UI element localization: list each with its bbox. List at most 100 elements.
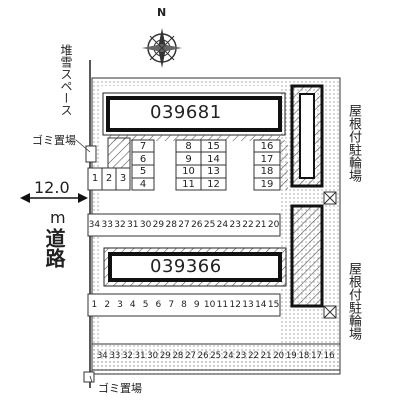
parking-row-bottom-frame (91, 343, 341, 371)
parking-stall-label: 14 (255, 300, 267, 310)
parking-stall-label: 23 (235, 351, 247, 361)
carport-marker-lower (323, 305, 337, 319)
parking-stall-label: 26 (191, 220, 203, 230)
parking-grid-upper (131, 139, 281, 191)
parking-stall-label: 32 (114, 220, 126, 230)
parking-stall-label: 19 (260, 178, 274, 190)
road-width-label: 12.0 (34, 178, 70, 197)
parking-stall-label: 21 (255, 220, 267, 230)
parking-stall-label: 31 (134, 351, 146, 361)
parking-stall-label: 29 (152, 220, 165, 230)
parking-stall-label: 20 (273, 351, 285, 361)
parking-stall-label: 6 (139, 153, 147, 165)
parking-stall-label: 4 (139, 178, 147, 190)
carport-lower-label: 屋根付駐輪場 (346, 262, 361, 340)
hatch-upper-right-gap (280, 140, 288, 190)
garbage-upper-label: ゴミ置場 (32, 134, 76, 147)
parking-stall-label: 34 (96, 351, 108, 361)
parking-stall-label: 17 (260, 153, 274, 165)
parking-row-mid-frame (87, 213, 281, 237)
parking-stall-label: 3 (117, 300, 123, 310)
parking-stall-label: 19 (285, 351, 297, 361)
parking-stall-label: 7 (139, 141, 147, 152)
leader-garbage-lower (89, 375, 93, 383)
road-arrow-head-right (78, 193, 88, 203)
parking-stall-label: 18 (298, 351, 310, 361)
parking-stall-label: 2 (105, 173, 113, 184)
parking-stall-label: 4 (129, 300, 136, 310)
building-lower (108, 252, 282, 282)
parking-stall-label: 22 (242, 220, 254, 230)
parking-stall-label: 5 (142, 300, 149, 310)
parking-stall-label: 11 (182, 178, 195, 190)
parking-stall-label: 16 (260, 141, 274, 152)
parking-stall-label: 10 (203, 300, 216, 310)
carport-marker-upper (323, 191, 337, 205)
parking-stall-label: 9 (185, 153, 192, 165)
parking-row-lower-frame (87, 293, 281, 317)
parking-stall-label: 34 (88, 220, 101, 230)
parking-stall-label: 26 (197, 351, 209, 361)
parking-stall-label: 28 (165, 220, 177, 230)
parking-stall-label: 7 (168, 300, 175, 310)
parking-stall-label: 20 (267, 220, 280, 230)
road-name-label: 道路 (42, 228, 66, 268)
garbage-box-upper (85, 145, 97, 163)
parking-stall-label: 5 (139, 166, 147, 177)
parking-stall-label: 25 (203, 220, 216, 230)
parking-stall-label: 15 (207, 141, 220, 152)
building-upper-label: 039681 (150, 102, 222, 123)
road-arrow-head-left (20, 193, 30, 203)
parking-stall-label: 13 (242, 300, 254, 310)
road-unit-label: m (50, 208, 66, 227)
parking-stall-label: 15 (267, 300, 280, 310)
parking-stall-label: 25 (210, 351, 222, 361)
parking-stall-label: 28 (172, 351, 184, 361)
parking-stall-label: 9 (193, 300, 200, 310)
carport-upper-inner (299, 93, 315, 179)
parking-stall-label: 8 (181, 300, 187, 310)
parking-stall-label: 32 (122, 351, 133, 361)
parking-stall-label: 27 (185, 351, 196, 361)
parking-stall-label: 27 (178, 220, 190, 230)
parking-stall-label: 30 (139, 220, 152, 230)
building-upper (106, 96, 282, 132)
parking-stall-label: 21 (260, 351, 272, 361)
parking-stall-label: 31 (127, 220, 139, 230)
parking-stall-label: 12 (229, 300, 241, 310)
parking-stall-label: 33 (101, 220, 113, 230)
parking-stall-label: 14 (207, 153, 220, 165)
parking-stall-label: 10 (182, 166, 195, 177)
parking-stall-label: 23 (229, 220, 241, 230)
parking-stall-label: 29 (159, 351, 171, 361)
parking-stall-label: 6 (155, 300, 162, 310)
parking-stall-label: 3 (119, 173, 127, 184)
parking-stall-label: 1 (91, 173, 99, 184)
garbage-box-lower (83, 371, 95, 383)
parking-stall-label: 2 (104, 300, 111, 310)
leader-garbage-upper (75, 139, 91, 153)
garbage-lower-label: ゴミ置場 (98, 382, 142, 395)
parking-stall-label: 16 (323, 351, 335, 361)
parking-stall-label: 13 (207, 166, 220, 177)
parking-stall-label: 12 (207, 178, 220, 190)
compass-north-label: N (157, 6, 167, 19)
parking-block-upper-left (87, 137, 131, 191)
parking-stall-label: 11 (216, 300, 229, 310)
parking-stall-label: 24 (216, 220, 229, 230)
parking-stall-label: 24 (222, 351, 234, 361)
parking-stall-label: 8 (185, 141, 192, 152)
parking-stall-label: 1 (91, 300, 98, 310)
parking-stall-label: 17 (311, 351, 322, 361)
compass-icon (142, 28, 182, 68)
parking-stall-label: 30 (147, 351, 159, 361)
carport-lower (290, 204, 324, 308)
parking-stall-label: 18 (260, 166, 274, 177)
hatch-strip-upper (108, 135, 280, 141)
parking-stall-label: 22 (248, 351, 259, 361)
parking-stall-label: 33 (109, 351, 121, 361)
carport-upper-label: 屋根付駐輪場 (346, 104, 361, 182)
building-lower-label: 039366 (150, 256, 222, 277)
snow-space-label: 堆雪スペース (59, 44, 73, 116)
